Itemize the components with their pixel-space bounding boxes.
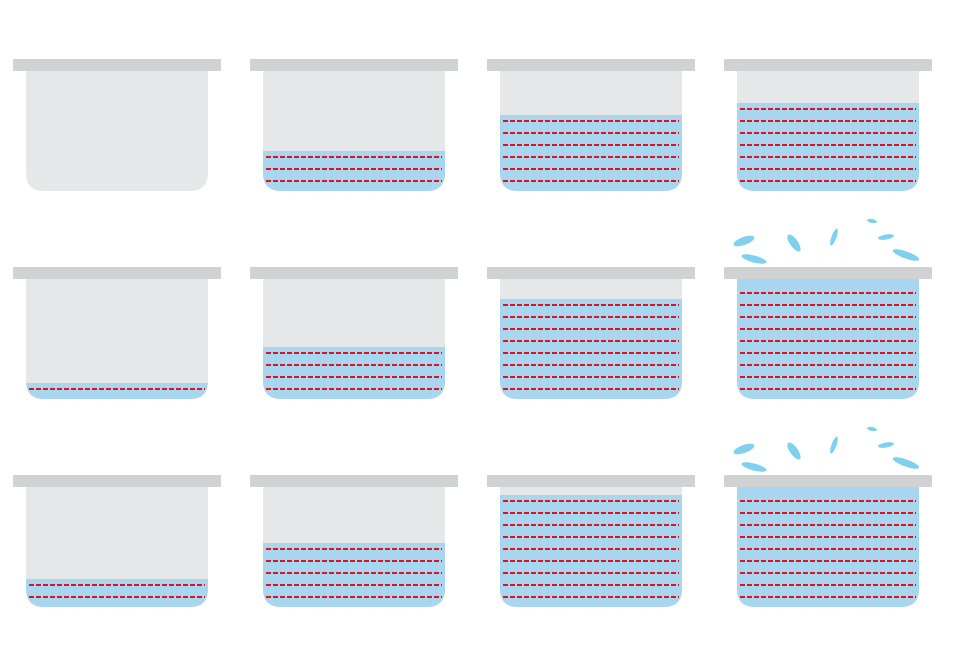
splash-droplet (741, 254, 767, 264)
splash-droplet (878, 442, 894, 448)
container-3-2 (250, 475, 458, 607)
liquid-fill (263, 347, 445, 399)
splash-droplet (892, 457, 920, 469)
container-body (26, 487, 208, 607)
container-1-3 (487, 59, 695, 191)
container-rim (487, 59, 695, 71)
container-body (26, 279, 208, 399)
container-2-4 (724, 218, 932, 399)
liquid-fill (26, 579, 208, 607)
splash-droplet (787, 234, 801, 252)
container-1-4 (724, 59, 932, 191)
container-rim (487, 267, 695, 279)
liquid-fill (26, 383, 208, 399)
container-rim (13, 267, 221, 279)
splash-droplet (867, 218, 877, 224)
splash-droplet (878, 234, 894, 240)
container-rim (250, 475, 458, 487)
liquid-fill (500, 115, 682, 191)
splash-droplet (830, 228, 838, 246)
container-body (26, 71, 208, 191)
liquid-fill (500, 495, 682, 607)
container-3-1 (13, 475, 221, 607)
container-3-4 (724, 426, 932, 607)
splash-droplet (741, 462, 767, 472)
splash-droplet (867, 426, 877, 432)
container-1-2 (250, 59, 458, 191)
container-2-1 (13, 267, 221, 399)
liquid-fill (737, 487, 919, 607)
liquid-fill (737, 279, 919, 399)
splash-droplet (830, 436, 838, 454)
splash-droplet (733, 235, 755, 247)
container-rim (13, 59, 221, 71)
container-rim (724, 59, 932, 71)
container-rim (250, 267, 458, 279)
liquid-fill (737, 103, 919, 191)
container-3-3 (487, 475, 695, 607)
container-2-3 (487, 267, 695, 399)
container-1-1 (13, 59, 221, 191)
container-rim (250, 59, 458, 71)
splash-droplet (733, 443, 755, 455)
container-rim (724, 475, 932, 487)
container-rim (13, 475, 221, 487)
liquid-fill (500, 299, 682, 399)
splash-droplet (787, 442, 801, 460)
splash-droplet (892, 249, 920, 261)
container-rim (724, 267, 932, 279)
container-2-2 (250, 267, 458, 399)
container-rim (487, 475, 695, 487)
